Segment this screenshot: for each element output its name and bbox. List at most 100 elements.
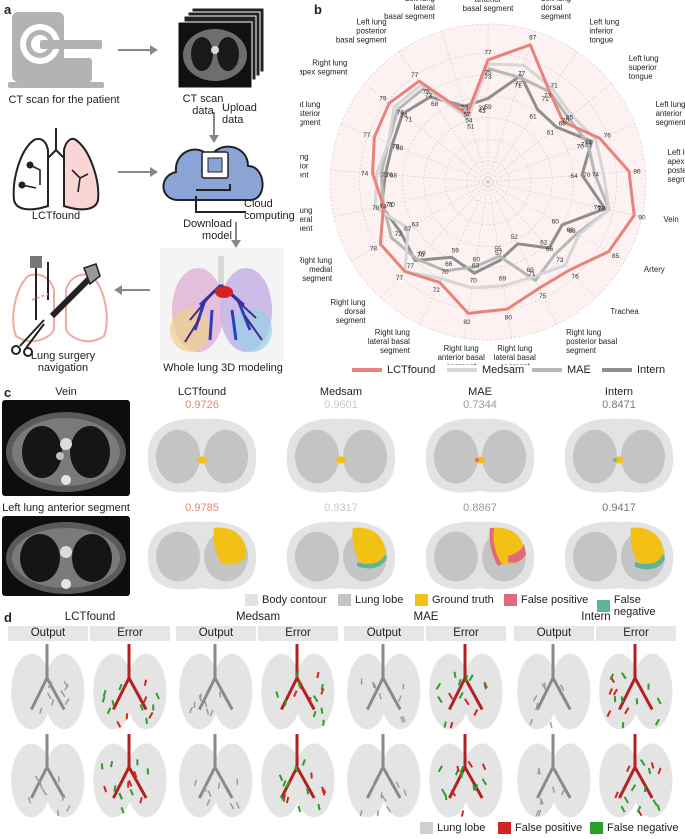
radar-legend: LCTfound Medsam MAE Intern [352, 364, 682, 380]
legend-false-negative: False negative [590, 822, 679, 834]
airway-output-image [8, 732, 86, 820]
radar-category-label: Trachea [610, 307, 639, 316]
radar-category-label: Left lunginferiortongue [589, 17, 619, 44]
radar-value-label: 67 [404, 226, 412, 233]
radar-value-label: 61 [529, 114, 537, 121]
radar-value-label: 63 [411, 222, 419, 229]
radar-value-label: 71 [405, 116, 413, 123]
surgery-icon [12, 256, 107, 356]
radar-value-label: 62 [540, 240, 548, 247]
lung-3d-model-image [160, 248, 284, 360]
radar-value-label: 63 [472, 263, 480, 270]
lctfound-lungs-icon [14, 128, 99, 209]
radar-category-label: Left lungdorsalsegment [541, 0, 572, 21]
lung-surgery-label: Lung surgery navigation [18, 350, 108, 374]
legend-ground-truth: Ground truth [415, 594, 494, 606]
radar-value-label: 57 [463, 111, 471, 118]
radar-value-label: 54 [465, 118, 473, 125]
radar-value-label: 86 [633, 168, 641, 175]
row2-score: 0.9417 [555, 502, 683, 514]
output-header: Output [344, 626, 424, 641]
segmentation-vein [138, 413, 266, 497]
radar-value-label: 82 [463, 319, 471, 326]
radar-category-label: Right lungmedialsegment [300, 256, 333, 283]
radar-value-label: 68 [396, 145, 404, 152]
radar-value-label: 68 [559, 120, 567, 127]
radar-value-label: 76 [604, 133, 612, 140]
radar-value-label: 68 [390, 172, 398, 179]
legend-lung-lobe: Lung lobe [420, 822, 485, 834]
radar-category-label: Right lungdorsalsegment [330, 298, 366, 325]
radar-value-label: 72 [581, 142, 589, 149]
radar-value-label: 74 [592, 172, 600, 179]
radar-value-label: 61 [547, 130, 555, 137]
radar-value-label: 73 [425, 92, 433, 99]
radar-value-label: 79 [379, 96, 387, 103]
ct-image-vein [2, 400, 130, 496]
radar-value-label: 70 [441, 269, 449, 276]
radar-value-label: 68 [431, 101, 439, 108]
airway-error-image [596, 642, 674, 732]
legend-false-positive: False positive [498, 822, 582, 834]
legend-label: Body contour [262, 594, 327, 606]
radar-value-label: 80 [505, 315, 513, 322]
radar-value-label: 77 [363, 132, 371, 139]
row1-score: 0.9726 [138, 399, 266, 411]
radar-value-label: 64 [570, 173, 578, 180]
download-model-label: Download model [168, 218, 232, 242]
radar-value-label: 52 [511, 234, 519, 241]
radar-value-label: 53 [461, 104, 469, 111]
row1-score: 0.8471 [555, 399, 683, 411]
legend-label: False negative [607, 822, 679, 834]
radar-category-label: Left lungposteriorbasal segment [336, 17, 388, 44]
legend-label: Intern [637, 364, 665, 376]
radar-value-label: 77 [407, 263, 415, 270]
radar-value-label: 66 [445, 261, 453, 268]
legend-false-positive: False positive [504, 594, 588, 606]
legend-lctfound: LCTfound [352, 364, 435, 376]
segmentation-left-anterior [416, 516, 544, 594]
radar-category-label: Left lungapexposteriorsegment [668, 148, 685, 184]
radar-value-label: 87 [529, 35, 537, 42]
radar-value-label: 66 [546, 246, 554, 253]
radar-value-label: 76 [571, 273, 579, 280]
radar-value-label: 57 [495, 250, 503, 257]
segmentation-vein [416, 413, 544, 497]
whole-lung-modeling-label: Whole lung 3D modeling [148, 362, 298, 374]
row1-score: 0.7344 [416, 399, 544, 411]
radar-value-label: 59 [452, 248, 460, 255]
radar-value-label: 71 [386, 202, 394, 209]
method-header: Intern [555, 386, 683, 398]
segmentation-legend: Body contour Lung lobe Ground truth Fals… [245, 594, 685, 610]
airway-output-image [344, 642, 422, 732]
radar-value-label: 70 [417, 252, 425, 259]
legend-label: Lung lobe [355, 594, 403, 606]
row2-score: 0.9317 [277, 502, 405, 514]
output-header: Output [514, 626, 594, 641]
segmentation-vein [555, 413, 683, 497]
radar-value-label: 73 [484, 74, 492, 81]
radar-category-label: Left lunganteriorsegment [656, 100, 685, 127]
legend-medsam: Medsam [447, 364, 524, 376]
airway-error-image [426, 732, 504, 820]
radar-category-label: Vein [664, 215, 679, 224]
legend-label: False negative [614, 594, 685, 618]
radar-value-label: 71 [528, 271, 536, 278]
arrow-icon [118, 45, 158, 55]
legend-label: Ground truth [432, 594, 494, 606]
legend-label: MAE [567, 364, 591, 376]
legend-intern: Intern [602, 364, 665, 376]
row2-score: 0.8867 [416, 502, 544, 514]
radar-value-label: 69 [499, 275, 507, 282]
method-title: Medsam [176, 611, 340, 623]
radar-category-label: Right lunganterior basalsegment [438, 344, 486, 365]
radar-value-label: 70 [583, 172, 591, 179]
ct-scan-patient-label: CT scan for the patient [0, 94, 128, 106]
legend-label: Lung lobe [437, 822, 485, 834]
output-header: Output [176, 626, 256, 641]
radar-category-label: Artery [644, 265, 665, 274]
method-header: MAE [416, 386, 544, 398]
radar-value-label: 77 [396, 275, 404, 282]
radar-value-label: 72 [433, 287, 441, 294]
arrow-down-icon [231, 222, 241, 248]
